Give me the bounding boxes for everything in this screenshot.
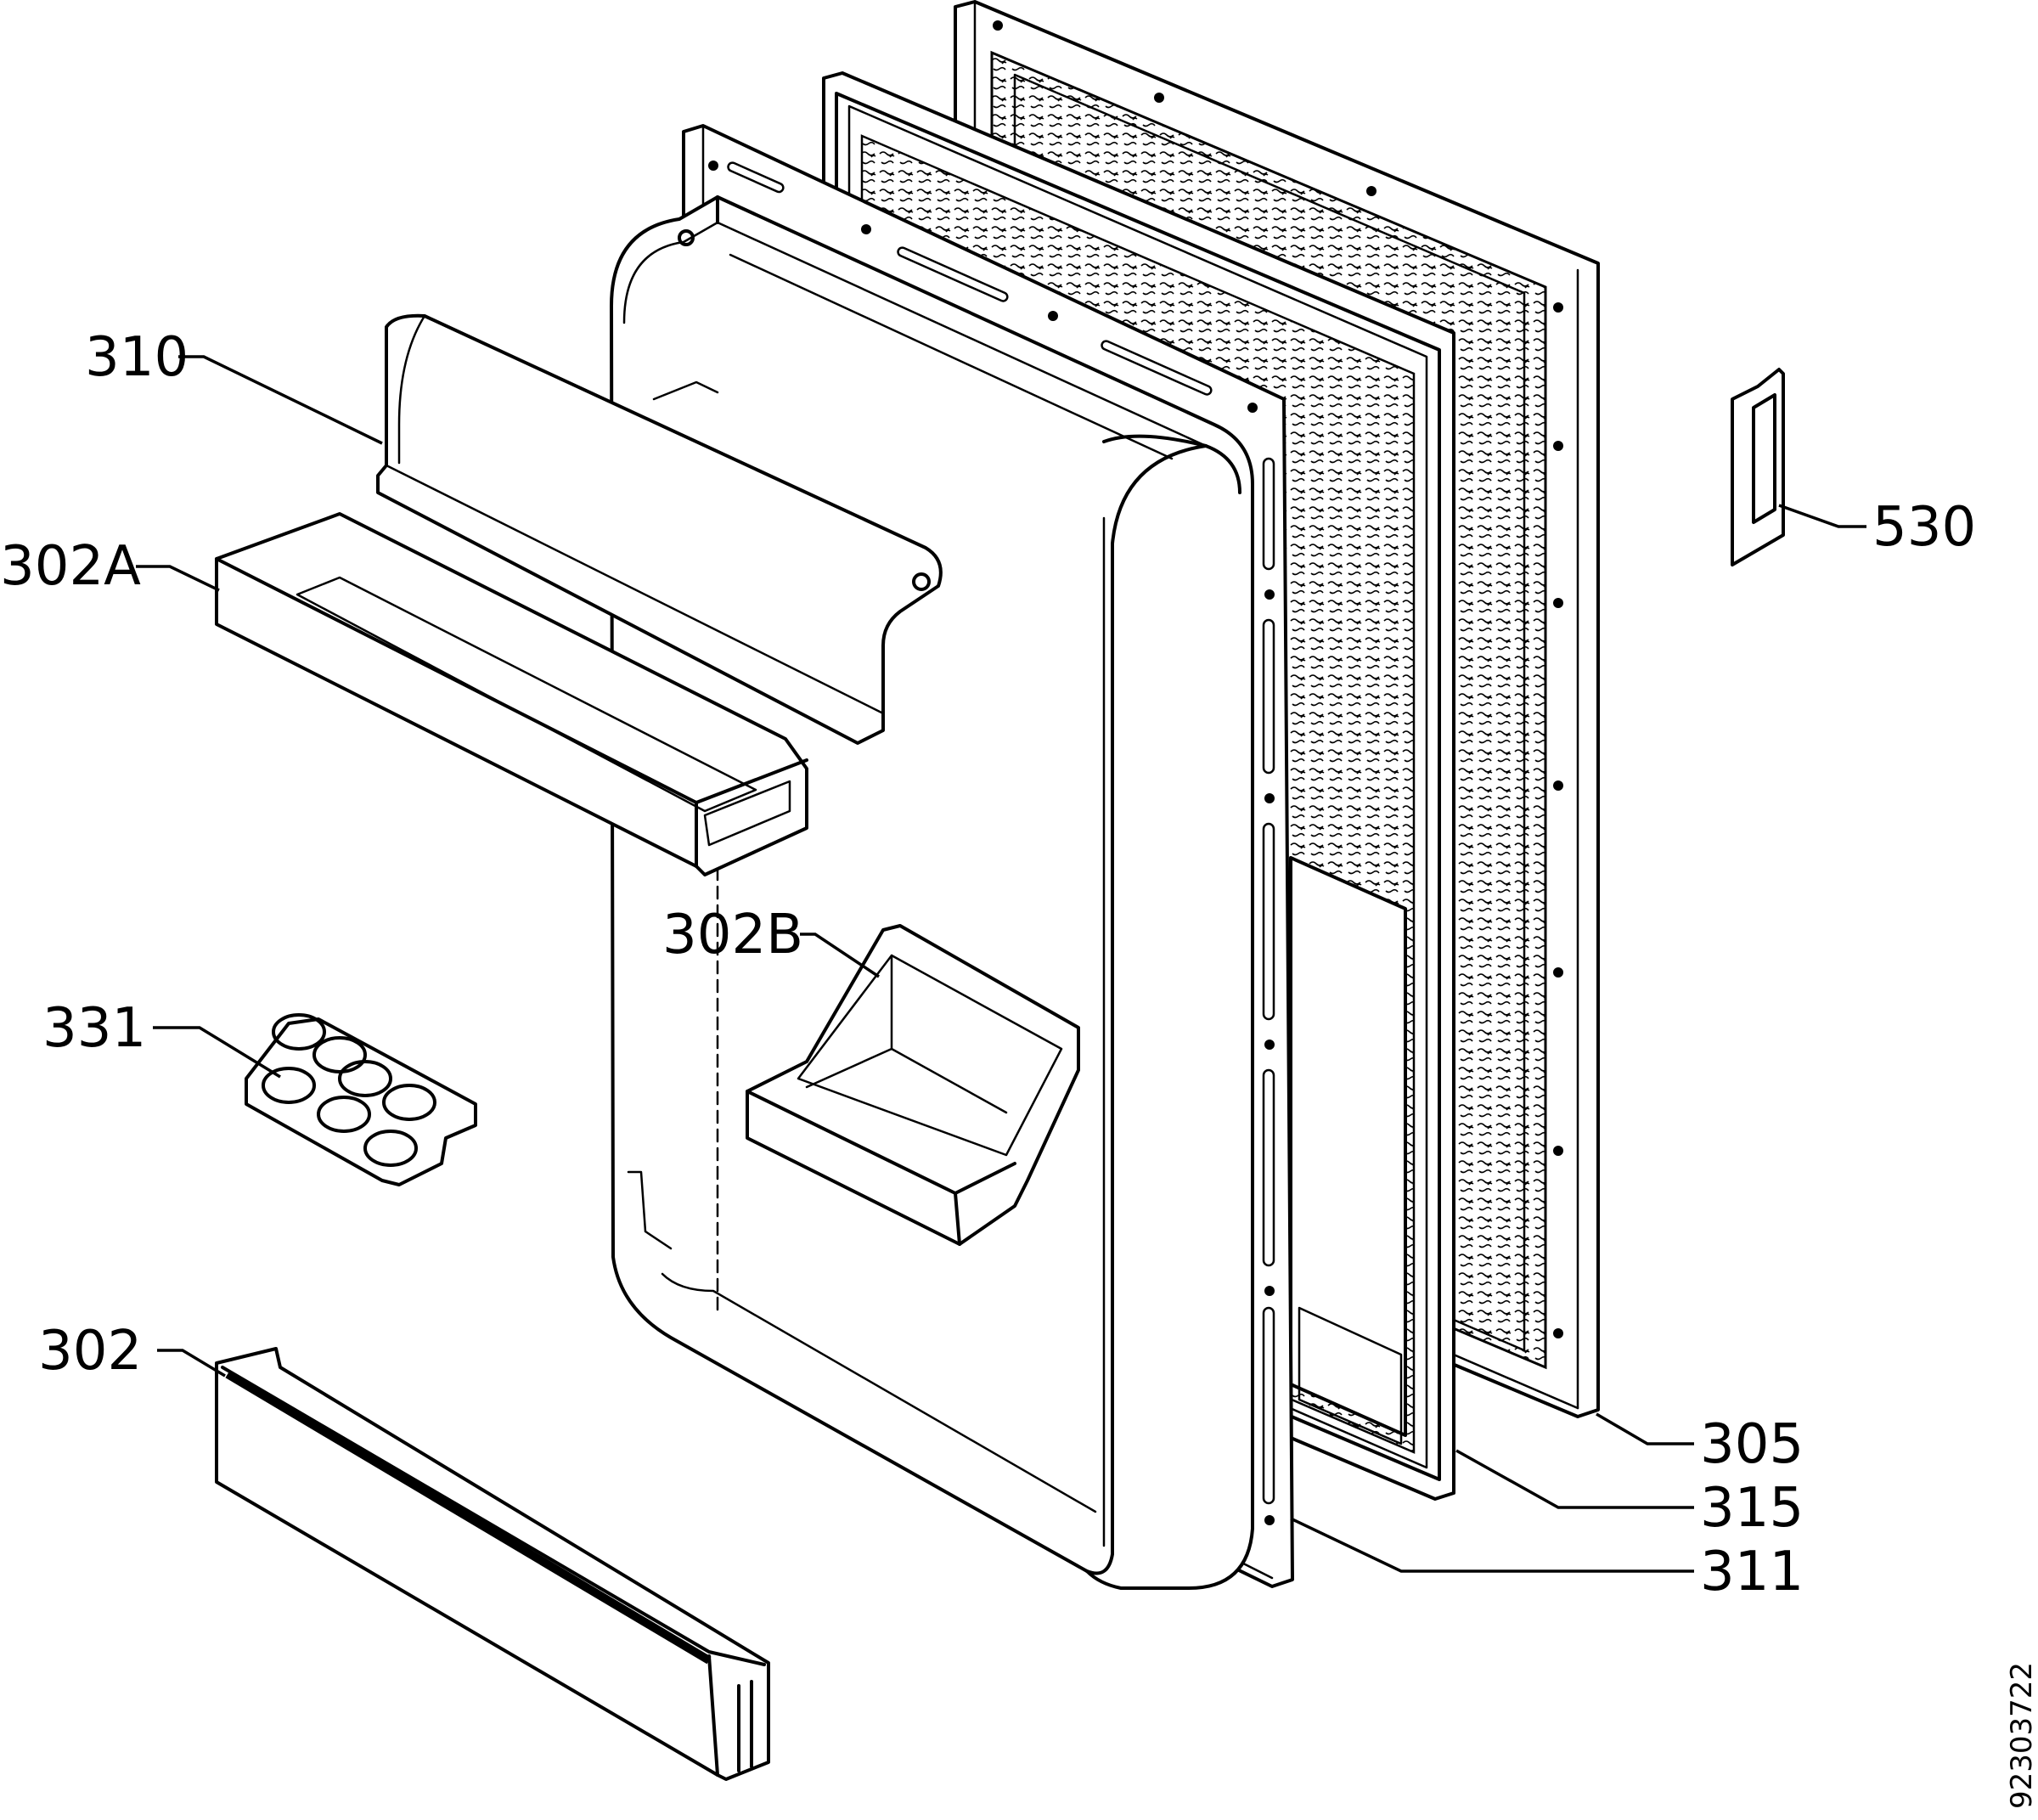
door-shelf-302a [215, 512, 808, 876]
label-302: 302 [38, 1320, 142, 1383]
label-302a: 302A [0, 535, 141, 598]
label-305: 305 [1700, 1413, 1804, 1476]
bottle-shelf-302 [215, 1347, 770, 1781]
shelf-cover-310 [376, 313, 943, 745]
drawing-code: 92303722 [2005, 1662, 2038, 1809]
label-331: 331 [42, 997, 146, 1060]
label-311: 311 [1700, 1541, 1804, 1603]
label-315: 315 [1700, 1477, 1804, 1540]
small-bin-302b [746, 924, 1080, 1246]
leader-lines [136, 355, 1866, 1573]
hinge-plate-530 [1731, 368, 1785, 566]
label-302b: 302B [662, 904, 803, 966]
label-530: 530 [1872, 496, 1976, 559]
label-310: 310 [85, 326, 189, 389]
egg-tray-331 [245, 1013, 477, 1186]
inner-door-liner [610, 195, 1254, 1590]
